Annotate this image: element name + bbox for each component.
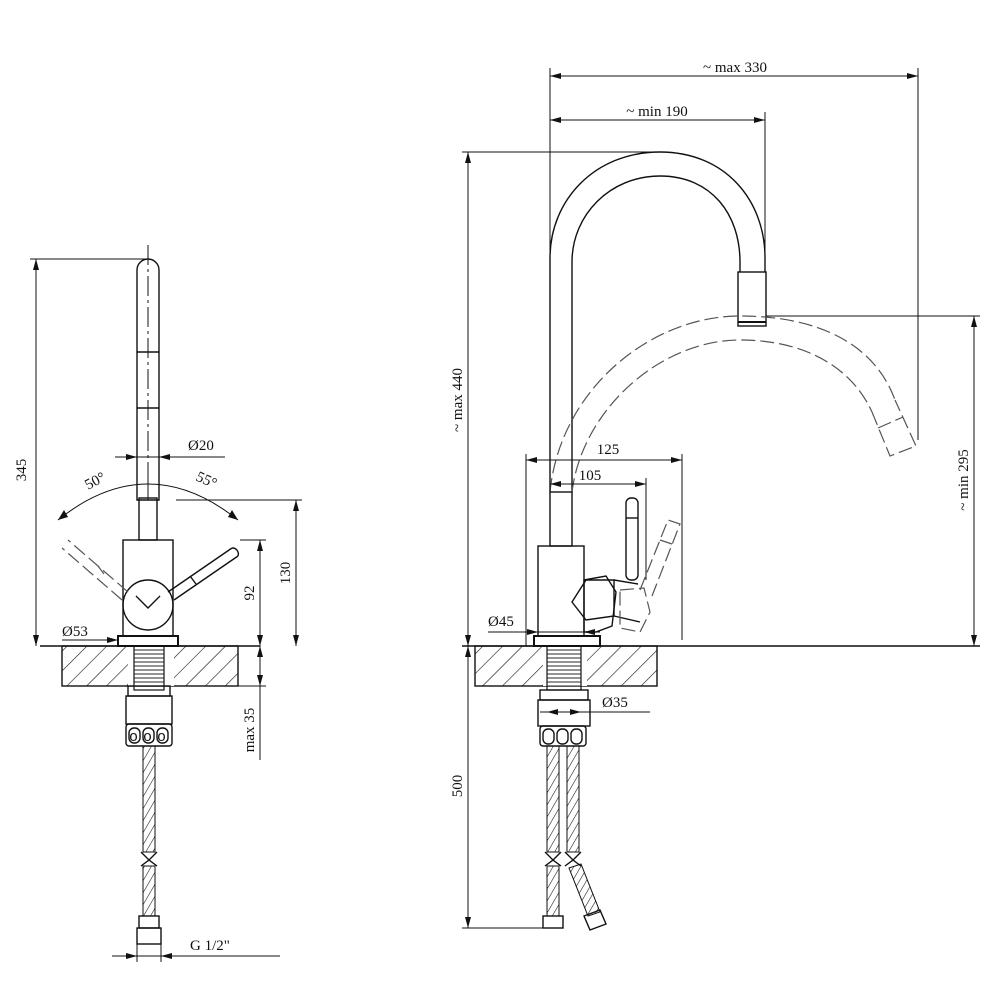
side-base-ring: [533, 635, 601, 647]
front-handle-left-alt: [61, 539, 129, 601]
side-neck: [549, 491, 573, 547]
dim-max440: ~ max 440: [450, 368, 466, 432]
dim-92: 92: [242, 586, 258, 601]
side-spout-alt: [549, 315, 917, 493]
dim-g12: G 1/2": [190, 938, 230, 954]
dim-125: 125: [597, 442, 620, 458]
front-hose: [136, 745, 162, 945]
dim-130: 130: [278, 562, 294, 585]
front-base-ring: [117, 635, 179, 647]
dim-500: 500: [450, 775, 466, 798]
front-spout: [136, 245, 160, 501]
side-lever: [625, 497, 639, 581]
side-spout: [549, 151, 767, 492]
dim-dia20: Ø20: [188, 438, 214, 454]
dim-max35: max 35: [242, 708, 258, 753]
dim-105: 105: [579, 468, 602, 484]
side-nut: [537, 699, 591, 727]
front-neck: [138, 497, 158, 541]
side-hoses: [542, 745, 607, 931]
dim-dia53: Ø53: [62, 624, 88, 640]
front-view: o o o 345 Ø20: [14, 245, 302, 962]
front-handle-right: [167, 547, 240, 601]
dim-min295: ~ min 295: [956, 449, 972, 510]
front-nut-marks: o: [129, 729, 138, 746]
side-countertop: [462, 645, 980, 687]
dim-dia45: Ø45: [488, 614, 514, 630]
side-lever-housing: [571, 575, 641, 633]
svg-text:o: o: [157, 729, 166, 746]
dim-angle-55: 55°: [193, 469, 219, 492]
side-body: [537, 545, 585, 637]
side-view: ~ max 330 ~ min 190 ~ max 440 ~ min 295: [450, 60, 980, 931]
front-nut: [125, 695, 173, 725]
front-thread: [133, 645, 165, 691]
dim-angle-50: 50°: [82, 470, 108, 494]
side-dimensions: ~ max 330 ~ min 190 ~ max 440 ~ min 295: [450, 60, 980, 929]
side-spout-tip: [737, 271, 767, 327]
dim-345: 345: [14, 459, 30, 482]
side-lever-alt: [619, 519, 681, 633]
front-dimensions: 345 Ø20 50° 55° 130 92: [14, 258, 302, 962]
dim-max330: ~ max 330: [703, 60, 767, 76]
side-thread: [546, 645, 582, 691]
dim-dia35: Ø35: [602, 695, 628, 711]
svg-text:o: o: [143, 729, 152, 746]
dim-min190: ~ min 190: [626, 104, 687, 120]
front-cartridge-circle: [122, 579, 174, 631]
